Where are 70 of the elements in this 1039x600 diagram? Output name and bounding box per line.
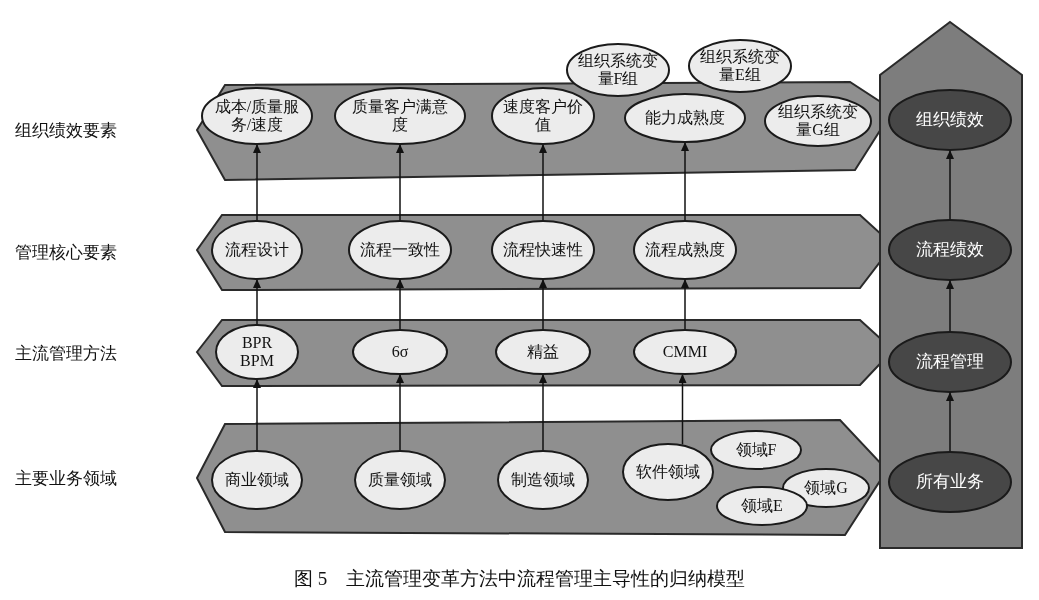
arrow — [681, 142, 689, 221]
ellipse-node — [633, 220, 737, 280]
node-label: 组织系统变量G组 — [777, 102, 859, 140]
ellipse-node — [624, 93, 746, 143]
ellipse-node — [491, 220, 595, 280]
node-label: 所有业务 — [916, 472, 984, 492]
ellipse-node — [888, 331, 1012, 393]
ellipse-node — [495, 329, 591, 375]
node-label: 能力成熟度 — [645, 108, 725, 128]
node-label: 制造领域 — [511, 470, 575, 490]
ellipse-node — [215, 324, 299, 380]
arrow — [946, 150, 954, 220]
ellipse-node — [688, 39, 792, 93]
arrow — [539, 374, 547, 451]
arrow — [678, 373, 687, 446]
ellipse-node — [497, 450, 589, 510]
arrow — [396, 279, 404, 330]
arrow — [253, 144, 261, 221]
node-label: 领域E — [741, 496, 783, 516]
node-label: 流程绩效 — [916, 240, 984, 260]
node-label: 领域G — [804, 478, 848, 498]
node-label: BPR BPM — [239, 333, 275, 371]
arrow — [396, 374, 404, 451]
node-label: 软件领域 — [636, 462, 700, 482]
node-label: 流程设计 — [225, 240, 289, 260]
node-label: 流程快速性 — [503, 240, 583, 260]
node-label: CMMI — [662, 342, 708, 362]
node-label: 质量领域 — [368, 470, 432, 490]
ellipse-node — [211, 450, 303, 510]
node-label: 商业领域 — [225, 470, 289, 490]
ellipse-node — [348, 220, 452, 280]
figure-caption: 图 5 主流管理变革方法中流程管理主导性的归纳模型 — [292, 567, 747, 591]
arrow — [539, 144, 547, 221]
node-label: 流程一致性 — [360, 240, 440, 260]
arrow — [946, 280, 954, 332]
node-label: 流程管理 — [916, 352, 984, 372]
ellipse-node — [566, 43, 670, 97]
node-label: 速度客户价值 — [503, 97, 583, 135]
node-label: 6σ — [391, 342, 409, 362]
ellipse-node — [211, 220, 303, 280]
ellipse-node — [334, 87, 466, 145]
node-label: 组织系统变量E组 — [700, 47, 780, 85]
ellipse-node — [491, 87, 595, 145]
ellipse-node — [764, 95, 872, 147]
arrow — [946, 392, 954, 452]
arrow — [253, 379, 261, 451]
node-label: 精益 — [527, 342, 559, 362]
arrow — [253, 279, 261, 325]
row-label: 主流管理方法 — [15, 343, 117, 365]
ellipse-node — [710, 430, 802, 470]
ellipse-node — [888, 451, 1012, 513]
node-label: 流程成熟度 — [645, 240, 725, 260]
node-label: 领域F — [735, 440, 777, 460]
node-label: 组织绩效 — [916, 110, 984, 130]
ellipse-node — [888, 219, 1012, 281]
ellipse-node — [622, 443, 714, 501]
node-label: 成本/质量服务/速度 — [213, 97, 301, 135]
node-label: 组织系统变量F组 — [578, 51, 658, 89]
row-label: 主要业务领域 — [15, 468, 117, 490]
ellipse-node — [888, 89, 1012, 151]
arrow — [539, 279, 547, 330]
row-label: 管理核心要素 — [15, 242, 117, 264]
arrow — [396, 144, 404, 221]
ellipse-node — [201, 87, 313, 145]
node-label: 质量客户满意度 — [351, 97, 449, 135]
ellipse-node — [633, 329, 737, 375]
ellipse-node — [352, 329, 448, 375]
ellipse-node — [354, 450, 446, 510]
row-label: 组织绩效要素 — [15, 120, 117, 142]
arrow — [681, 279, 689, 330]
